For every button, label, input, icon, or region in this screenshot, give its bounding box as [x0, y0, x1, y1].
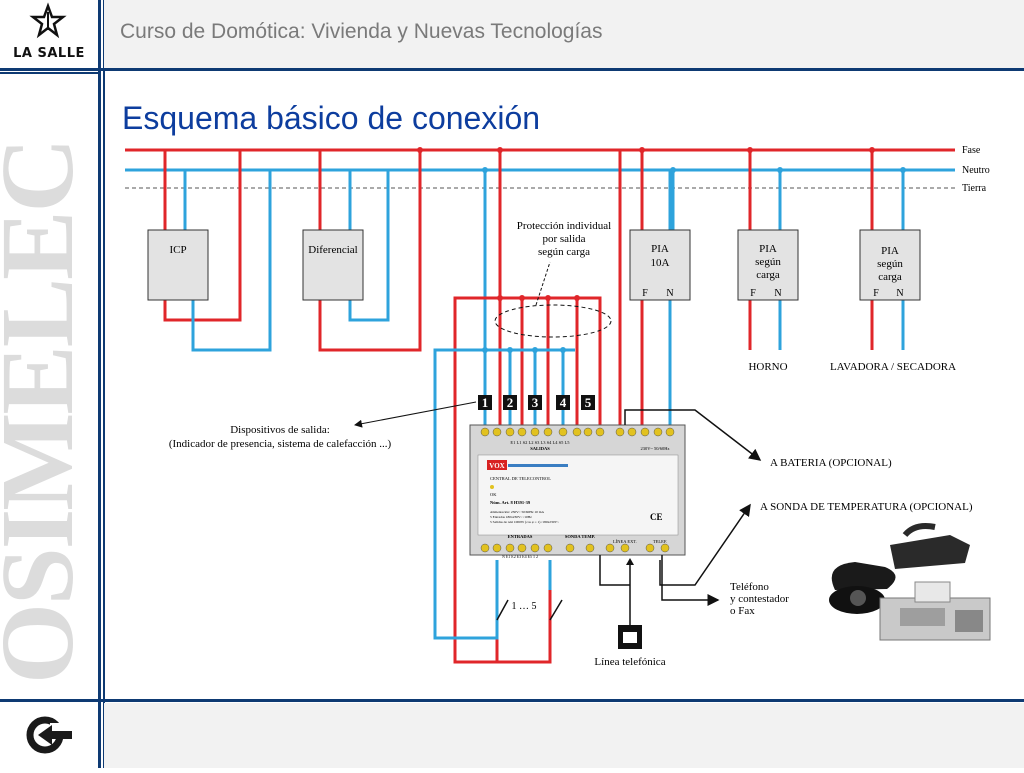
svg-text:PIA: PIA	[881, 245, 899, 257]
slide-title: Esquema básico de conexión	[122, 100, 541, 136]
svg-text:F: F	[642, 288, 648, 299]
svg-text:N E1 E2 E3 E4 E5 1 2: N E1 E2 E3 E4 E5 1 2	[502, 554, 538, 559]
pia-10a-box: PIA 10A F N	[629, 229, 691, 301]
footer-logo	[0, 703, 98, 768]
svg-text:Núm. Art. 8 H391-39: Núm. Art. 8 H391-39	[490, 500, 531, 505]
protection-label-3: según carga	[538, 246, 590, 258]
phone-fax-icon	[805, 523, 1000, 660]
header-divider	[0, 68, 1024, 71]
svg-text:2: 2	[507, 395, 514, 410]
linea-telefonica-label: Línea telefónica	[594, 656, 665, 668]
logo-text: LA SALLE	[13, 46, 85, 61]
label-horno: HORNO	[748, 361, 787, 373]
icp-box: ICP	[147, 229, 209, 301]
back-arrow-logo-icon[interactable]	[0, 703, 98, 768]
left-sidebar: OSIMELEC	[0, 0, 101, 768]
phone-socket-icon	[618, 625, 642, 649]
svg-text:1: 1	[482, 395, 489, 410]
svg-text:OK: OK	[490, 492, 497, 497]
svg-text:ENTRADAS: ENTRADAS	[508, 534, 533, 539]
dispositivos-label-1: Dispositivos de salida:	[230, 424, 330, 436]
switches-label: 1 … 5	[512, 601, 537, 612]
svg-text:N: N	[896, 288, 903, 299]
sidebar-watermark: OSIMELEC	[0, 139, 95, 684]
svg-text:carga: carga	[756, 269, 780, 281]
svg-text:según: según	[877, 258, 903, 270]
header-title: Curso de Domótica: Vivienda y Nuevas Tec…	[120, 20, 603, 43]
logo: LA SALLE	[0, 0, 98, 70]
label-lavadora: LAVADORA / SECADORA	[830, 361, 956, 373]
header-divider-thin	[0, 72, 98, 74]
dispositivos-label-2: (Indicador de presencia, sistema de cale…	[169, 438, 392, 450]
bateria-label: A BATERIA (OPCIONAL)	[770, 457, 892, 469]
svg-text:N: N	[774, 288, 781, 299]
svg-text:SALIDAS: SALIDAS	[530, 446, 550, 451]
svg-text:3: 3	[532, 395, 539, 410]
svg-text:5 Entradas 180x230V~ /10Hz: 5 Entradas 180x230V~ /10Hz	[490, 515, 532, 519]
label-neutro: Neutro	[962, 165, 990, 176]
svg-text:PIA: PIA	[651, 243, 669, 255]
protection-ellipse	[494, 304, 612, 338]
label-tierra: Tierra	[962, 183, 987, 194]
svg-text:LÍNEA EXT.: LÍNEA EXT.	[613, 539, 637, 544]
footer-bar	[104, 703, 1024, 768]
svg-text:10A: 10A	[651, 257, 670, 269]
input-switches	[496, 599, 563, 621]
svg-text:5: 5	[585, 395, 592, 410]
svg-text:SONDA TEMP.: SONDA TEMP.	[565, 534, 595, 539]
control-unit: E1 L1 S2 L2 S3 L3 S4 L4 S5 L5 SALIDAS 23…	[469, 424, 686, 559]
ce-mark: CE	[650, 512, 663, 522]
header-bar: Curso de Domótica: Vivienda y Nuevas Tec…	[104, 0, 1024, 68]
svg-text:carga: carga	[878, 271, 902, 283]
svg-text:VOX: VOX	[489, 462, 504, 470]
diferencial-box: Diferencial	[302, 229, 364, 301]
svg-text:TELEF.: TELEF.	[653, 539, 667, 544]
star-logo-icon	[29, 2, 67, 39]
svg-text:N: N	[666, 288, 673, 299]
svg-text:230V~ 50/60Hz: 230V~ 50/60Hz	[640, 446, 669, 451]
svg-text:F: F	[750, 288, 756, 299]
left-divider	[98, 0, 101, 768]
svg-text:PIA: PIA	[759, 243, 777, 255]
telefono-label-2: y contestador	[730, 593, 789, 605]
footer-divider	[0, 699, 1024, 702]
sonda-label: A SONDA DE TEMPERATURA (OPCIONAL)	[760, 501, 973, 513]
watermark-text: OSIMELEC	[0, 139, 95, 684]
svg-text:4: 4	[560, 395, 567, 410]
svg-text:5 Salidas de relé 1000W (cos φ: 5 Salidas de relé 1000W (cos φ = 1) /180…	[490, 520, 559, 524]
svg-text:CENTRAL DE TELECONTROL: CENTRAL DE TELECONTROL	[490, 476, 551, 481]
svg-text:ICP: ICP	[169, 244, 186, 256]
pia-carga-box-2: PIA según carga F N	[859, 229, 921, 301]
left-divider-thin	[103, 0, 105, 768]
protection-label-1: Protección individual	[517, 220, 611, 232]
output-numbers: 1 2 3 4 5	[478, 395, 595, 410]
protection-label-2: por salida	[542, 233, 585, 245]
svg-text:Alimentación: 230V~ 50/60Hz 10: Alimentación: 230V~ 50/60Hz 10 mA	[490, 510, 544, 514]
svg-text:F: F	[873, 288, 879, 299]
telefono-label-3: o Fax	[730, 605, 755, 617]
svg-text:Diferencial: Diferencial	[308, 244, 357, 256]
label-fase: Fase	[962, 145, 981, 156]
wiring-diagram: Fase Neutro Tierra ICP Diferencial	[120, 138, 1010, 683]
svg-text:E1 L1 S2 L2 S3 L3 S4 L4 S5 L5: E1 L1 S2 L2 S3 L3 S4 L4 S5 L5	[510, 440, 570, 445]
svg-text:según: según	[755, 256, 781, 268]
pia-carga-box-1: PIA según carga F N	[737, 229, 799, 301]
telefono-label-1: Teléfono	[730, 581, 769, 593]
